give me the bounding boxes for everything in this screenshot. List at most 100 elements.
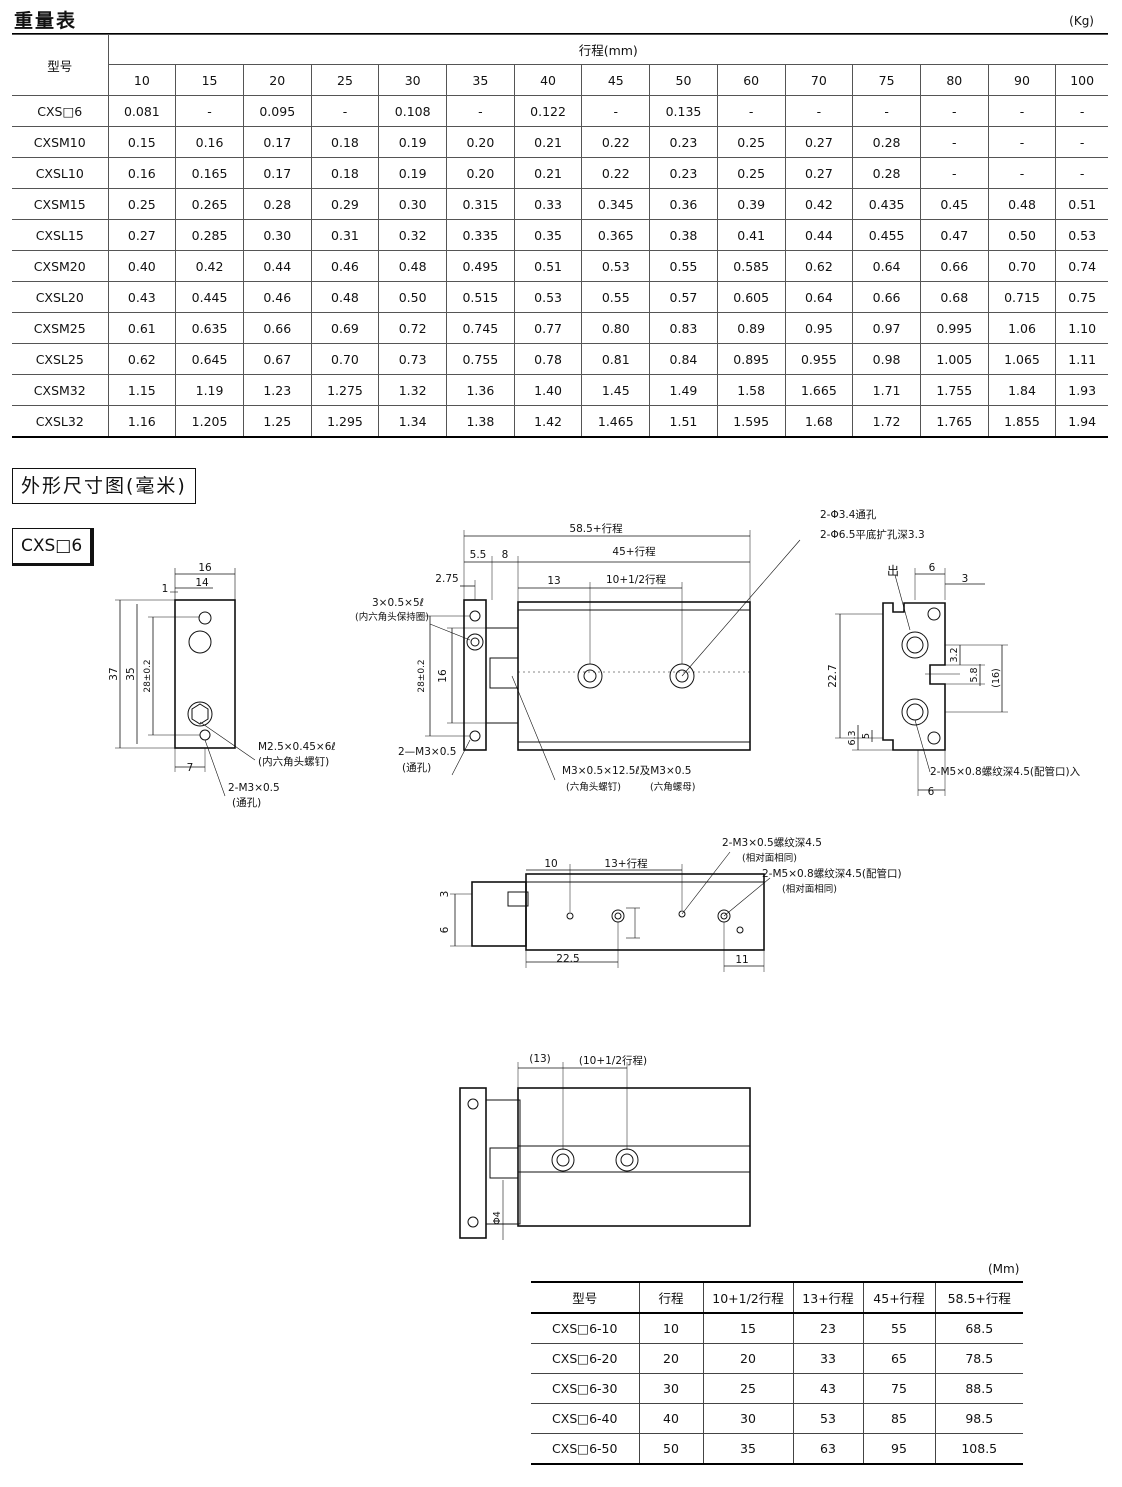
dim-cell: 20 [638,1343,704,1374]
weight-cell: - [716,95,786,127]
dim-11: 11 [735,954,748,966]
weight-cell: 0.89 [716,312,786,344]
side-screw-note: M2.5×0.45×6ℓ [258,741,336,753]
weight-cell: 1.665 [784,374,854,406]
weight-cell: 0.61 [107,312,177,344]
dim-5-end: 5 [861,733,872,739]
dim-header-cell: 10+1/2行程 [702,1281,794,1314]
dim-header-cell: 58.5+行程 [934,1281,1023,1314]
weight-cell: 0.135 [649,95,718,127]
model-cell: CXSL32 [12,405,109,438]
weight-cell: 0.69 [310,312,380,344]
side-hole-note-2: (通孔) [232,796,261,809]
dim-6-3: 6.3 [847,730,858,745]
side-view-drawing [115,568,256,797]
dim-half-bottom: (10+1/2行程) [579,1054,647,1067]
port-note: 2-M5×0.8螺纹深4.5(配管口)入 [930,765,1081,778]
weight-cell: 0.33 [513,188,583,220]
weight-cell: 0.435 [852,188,921,220]
dim-cell: 95 [862,1433,936,1465]
weight-cell: 0.95 [784,312,854,344]
dim-cell: CXS□6-50 [531,1433,640,1465]
weight-cell: 0.27 [784,126,854,158]
model-cell: CXS□6 [12,95,109,127]
weight-cell: 0.21 [513,157,583,189]
weight-cell: 1.465 [581,405,651,438]
dim-cell: 35 [702,1433,794,1465]
weight-cell: 0.22 [581,157,651,189]
dim-13-stroke: 13+行程 [604,857,648,870]
weight-cell: 0.16 [107,157,177,189]
dim-cell: 23 [792,1312,864,1344]
dim-cell: 78.5 [934,1343,1023,1374]
weight-cell: 1.06 [987,312,1057,344]
dim-cell: 30 [638,1373,704,1404]
thru-hole-note: 2-Φ3.4通孔 [820,508,877,521]
weight-cell: 0.48 [378,250,448,282]
m3-thread-note: 2-M3×0.5螺纹深4.5 [722,836,822,849]
ring-note: 3×0.5×5ℓ [372,597,424,609]
weight-table-title: 重量表 [14,10,78,32]
weight-cell: 1.72 [852,405,921,438]
weight-cell: 0.25 [716,157,786,189]
dim-28-front: 28±0.2 [417,659,427,692]
weight-cell: 0.62 [784,250,854,282]
dim-3-end: 3 [962,573,969,585]
dim-16-front: 16 [437,669,449,683]
weight-unit: (Kg) [1069,14,1094,28]
weight-cell: 0.51 [1055,188,1108,220]
weight-cell: 1.34 [378,405,448,438]
weight-cell: 0.095 [242,95,312,127]
side-hole-note: 2-M3×0.5 [228,782,280,794]
ring-note-2: (内六角头保持圈) [355,611,429,623]
weight-cell: 0.745 [446,312,515,344]
weight-cell: - [784,95,854,127]
dim-header-cell: 型号 [531,1281,640,1314]
weight-cell: 1.84 [987,374,1057,406]
weight-cell: 0.28 [242,188,312,220]
bolt-note-3: (六角螺母) [650,781,695,793]
stroke-header-cell: 60 [716,64,786,96]
weight-cell: 1.93 [1055,374,1108,406]
dim-13-bottom: (13) [529,1053,551,1065]
dim-3-top: 3 [439,891,451,898]
weight-cell: 0.18 [310,126,380,158]
weight-cell: 0.22 [581,126,651,158]
weight-cell: 0.21 [513,126,583,158]
weight-cell: 1.71 [852,374,921,406]
front-hole-note-2: (通孔) [402,761,431,774]
weight-cell: 1.36 [446,374,515,406]
bolt-note: M3×0.5×12.5ℓ及M3×0.5 [562,765,692,777]
dim-6-end: 6 [929,562,936,574]
stroke-header-cell: 45 [581,64,651,96]
model-cell: CXSM20 [12,250,109,282]
weight-cell: 1.855 [987,405,1057,438]
weight-cell: 1.10 [1055,312,1108,344]
dim-header-cell: 13+行程 [792,1281,864,1314]
weight-cell: 0.635 [175,312,244,344]
side-screw-note-2: (内六角头螺钉) [258,755,329,768]
weight-cell: 0.335 [446,219,515,251]
top-view-drawing [450,851,771,972]
dim-phi-4: Φ4 [492,1211,503,1225]
model-cell: CXSL25 [12,343,109,375]
weight-cell: 0.66 [852,281,921,313]
weight-cell: 1.49 [649,374,718,406]
stroke-header-cell: 75 [852,64,921,96]
weight-cell: 0.53 [513,281,583,313]
model-cell: CXSL10 [12,157,109,189]
stroke-header-cell: 70 [784,64,854,96]
weight-cell: 0.97 [852,312,921,344]
weight-cell: 1.16 [107,405,177,438]
weight-cell: 0.27 [784,157,854,189]
weight-cell: 0.64 [852,250,921,282]
weight-cell: 0.265 [175,188,244,220]
weight-cell: 1.42 [513,405,583,438]
weight-cell: 0.755 [446,343,515,375]
